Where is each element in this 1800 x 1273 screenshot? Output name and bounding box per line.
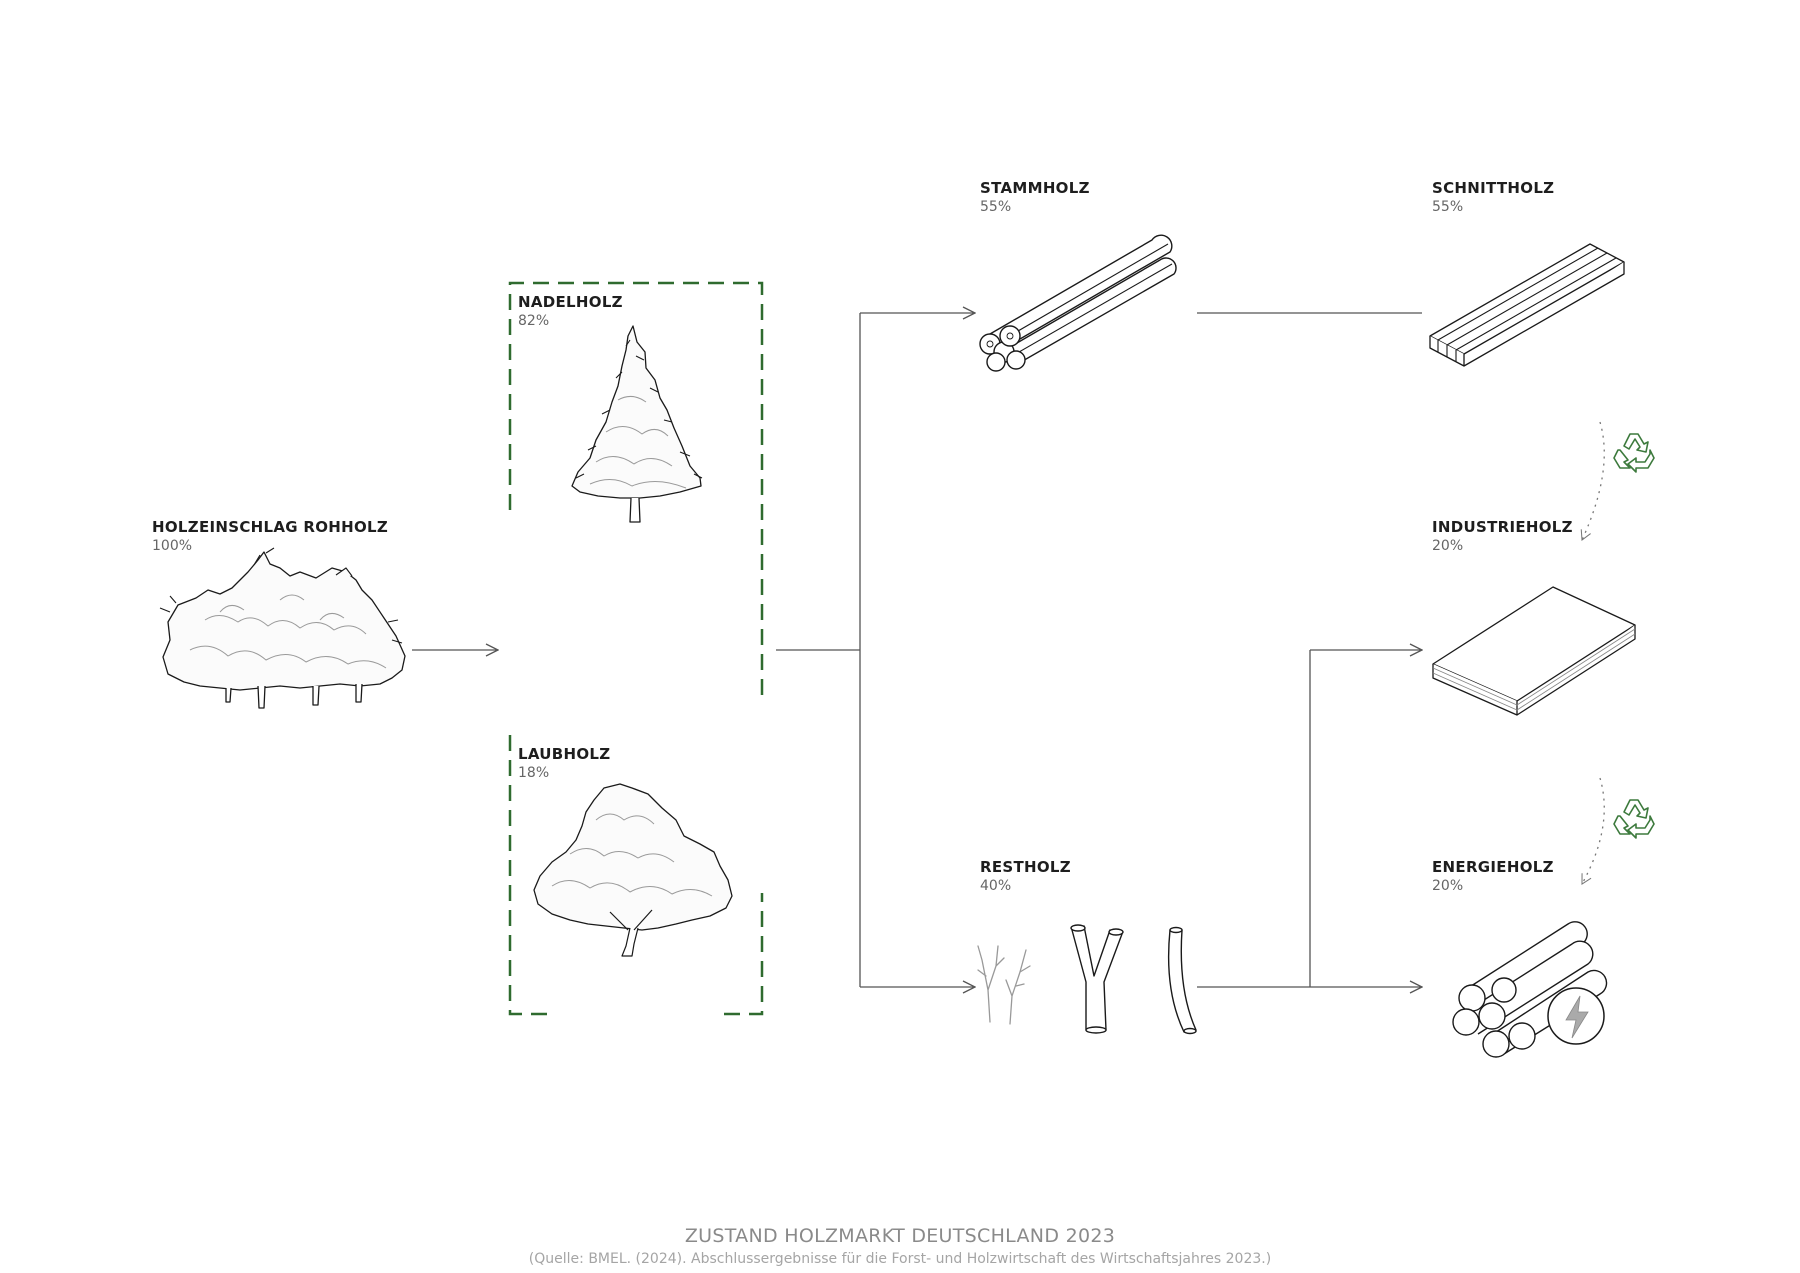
nadelholz-frame bbox=[508, 281, 764, 697]
node-title: INDUSTRIEHOLZ bbox=[1432, 518, 1573, 536]
node-energieholz: ENERGIEHOLZ 20% bbox=[1432, 858, 1554, 895]
branches-icon bbox=[977, 945, 1031, 1025]
node-industrieholz: INDUSTRIEHOLZ 20% bbox=[1432, 518, 1573, 555]
forest-icon bbox=[159, 547, 406, 709]
lightning-icon bbox=[1547, 987, 1605, 1045]
recycle-icon bbox=[1613, 433, 1655, 473]
node-percent: 18% bbox=[518, 765, 550, 781]
node-percent: 20% bbox=[1432, 538, 1464, 554]
node-schnittholz: SCHNITTHOLZ 55% bbox=[1432, 179, 1554, 216]
firewood-stack-icon bbox=[1452, 921, 1608, 1058]
deciduous-tree-icon bbox=[533, 783, 733, 957]
node-title: ENERGIEHOLZ bbox=[1432, 858, 1554, 876]
laubholz-frame bbox=[508, 735, 764, 1016]
flow-lines bbox=[412, 313, 1422, 987]
node-percent: 55% bbox=[980, 199, 1012, 215]
recycle-arrow-2 bbox=[1581, 777, 1605, 885]
node-laubholz: LAUBHOLZ 18% bbox=[518, 745, 610, 782]
panel-board-icon bbox=[1432, 586, 1636, 716]
node-percent: 55% bbox=[1432, 199, 1464, 215]
curved-branch-icon bbox=[1167, 926, 1197, 1035]
lumber-boards-icon bbox=[1429, 243, 1625, 367]
branch-fork-icon bbox=[1070, 924, 1124, 1034]
node-title: STAMMHOLZ bbox=[980, 179, 1090, 197]
node-percent: 82% bbox=[518, 313, 550, 329]
node-title: LAUBHOLZ bbox=[518, 745, 611, 763]
node-percent: 100% bbox=[152, 538, 193, 554]
diagram-title: ZUSTAND HOLZMARKT DEUTSCHLAND 2023 bbox=[684, 1225, 1116, 1247]
species-frame bbox=[508, 281, 764, 1016]
node-stammholz: STAMMHOLZ 55% bbox=[980, 179, 1090, 216]
node-title: NADELHOLZ bbox=[518, 293, 623, 311]
source-citation: (Quelle: BMEL. (2024). Abschlussergebnis… bbox=[528, 1251, 1272, 1267]
node-restholz: RESTHOLZ 40% bbox=[980, 858, 1071, 895]
node-percent: 20% bbox=[1432, 878, 1464, 894]
recycle-icon bbox=[1613, 799, 1655, 839]
node-title: HOLZEINSCHLAG ROHHOLZ bbox=[152, 518, 389, 536]
conifer-tree-icon bbox=[571, 325, 703, 523]
node-title: RESTHOLZ bbox=[980, 858, 1071, 876]
recycle-arrow-1 bbox=[1580, 421, 1605, 541]
logs-bundle-icon bbox=[979, 234, 1177, 372]
node-holzeinschlag: HOLZEINSCHLAG ROHHOLZ 100% bbox=[152, 518, 388, 555]
node-percent: 40% bbox=[980, 878, 1012, 894]
node-title: SCHNITTHOLZ bbox=[1432, 179, 1555, 197]
node-nadelholz: NADELHOLZ 82% bbox=[518, 293, 623, 330]
